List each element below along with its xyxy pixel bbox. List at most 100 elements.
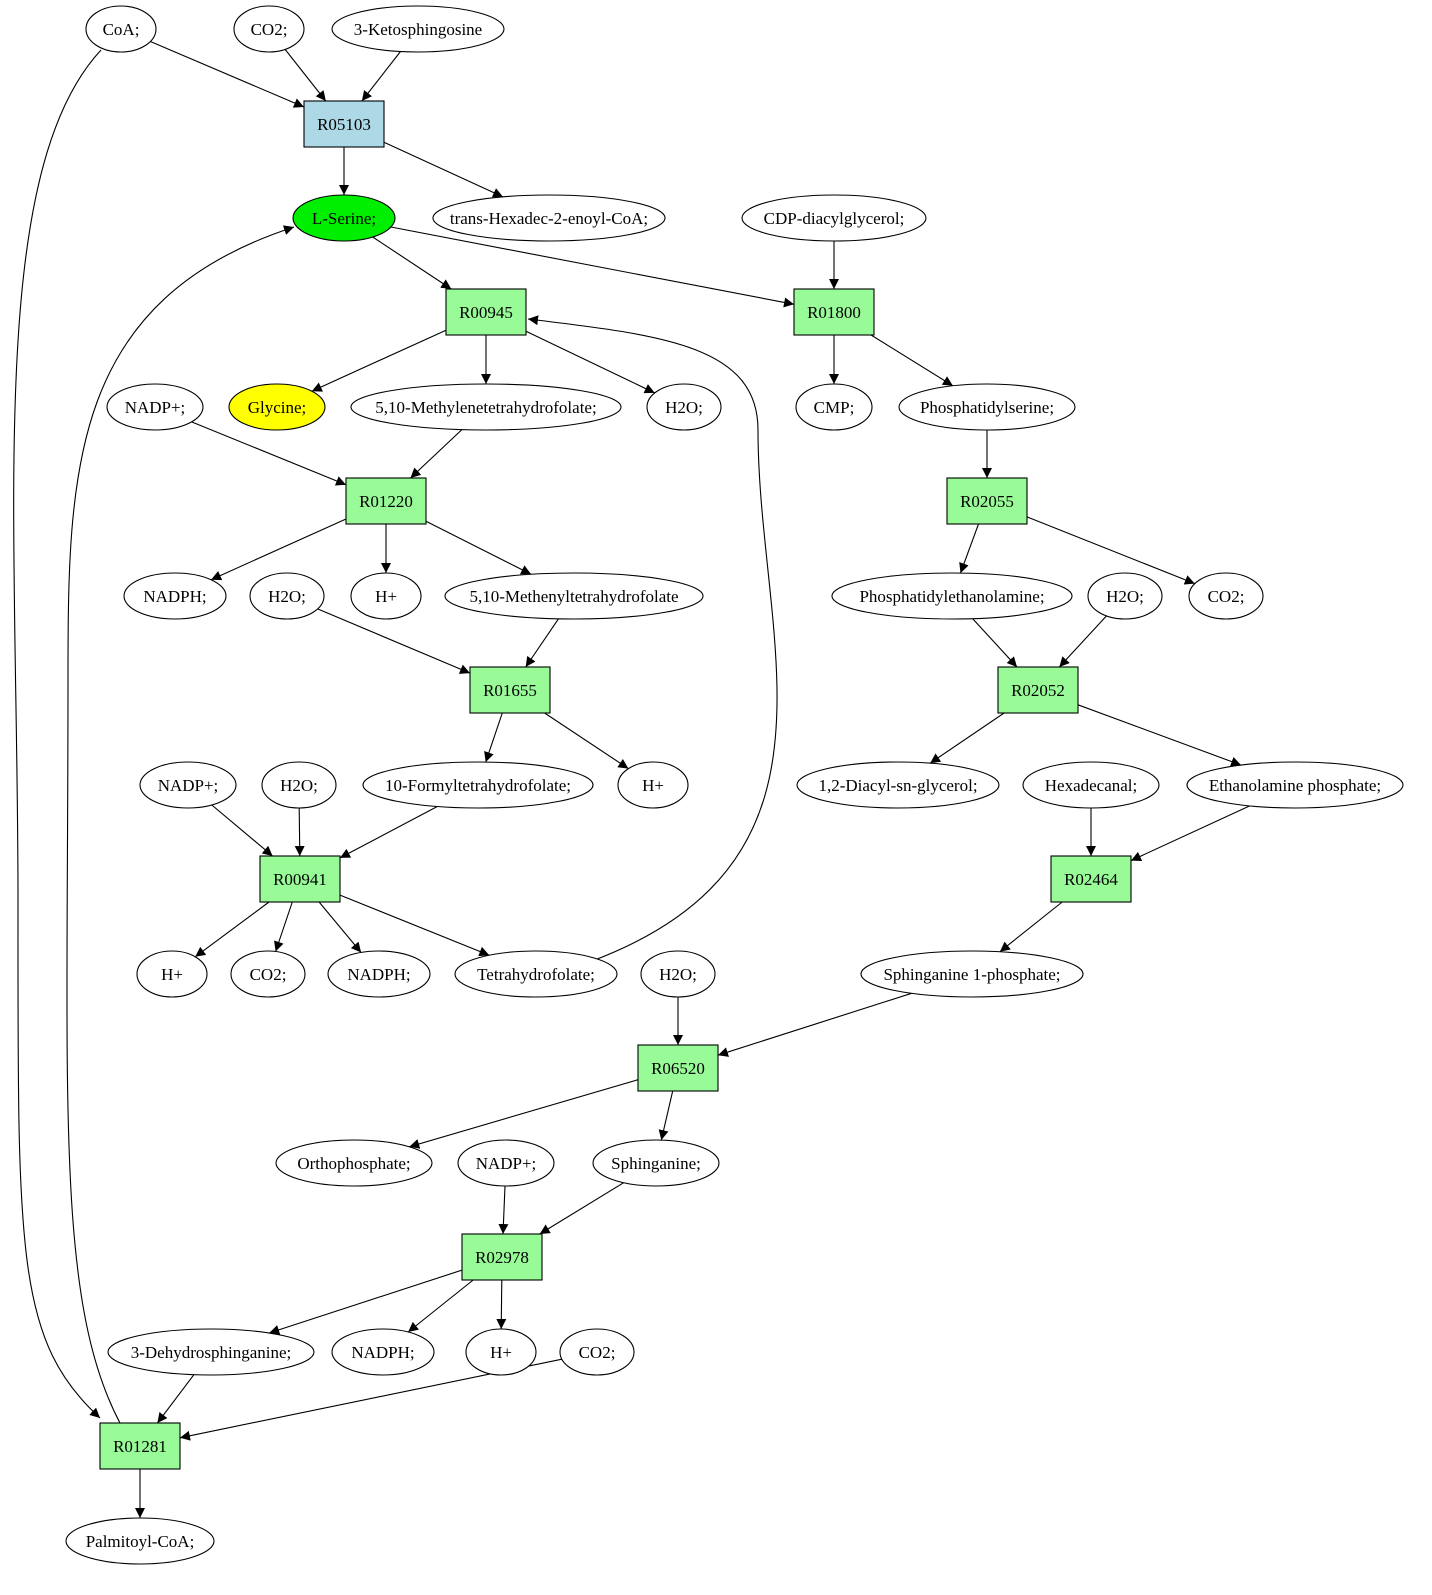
compound-ellipse xyxy=(249,572,325,620)
compound-node-pethan[interactable]: Phosphatidylethanolamine; xyxy=(831,572,1073,620)
compound-node-h2o_d[interactable]: H2O; xyxy=(261,761,337,809)
reaction-node-R01281[interactable]: R01281 xyxy=(99,1422,181,1470)
compound-node-dehydrosph[interactable]: 3-Dehydrosphinganine; xyxy=(107,1328,315,1376)
reaction-node-R05103[interactable]: R05103 xyxy=(303,100,385,148)
node-label: 5,10-Methylenetetrahydrofolate; xyxy=(375,398,596,417)
compound-ellipse xyxy=(640,950,716,998)
compound-node-lserine[interactable]: L-Serine; xyxy=(292,194,396,242)
compound-node-h2o_a[interactable]: H2O; xyxy=(646,383,722,431)
reaction-node-R02978[interactable]: R02978 xyxy=(461,1233,543,1281)
compound-ellipse xyxy=(261,761,337,809)
node-label: R06520 xyxy=(651,1059,705,1078)
compound-ellipse xyxy=(646,383,722,431)
compound-ellipse xyxy=(444,572,704,620)
compound-node-glycine[interactable]: Glycine; xyxy=(228,383,326,431)
compound-ellipse xyxy=(617,761,689,809)
compound-ellipse xyxy=(454,950,618,998)
edge-R06520-to-sphinganine xyxy=(658,1090,674,1141)
reaction-box xyxy=(445,288,527,336)
node-label: CoA; xyxy=(103,20,140,39)
node-label: R02978 xyxy=(475,1248,529,1267)
node-label: R01220 xyxy=(359,492,413,511)
compound-node-coa[interactable]: CoA; xyxy=(85,5,157,53)
node-label: Sphinganine 1-phosphate; xyxy=(883,965,1060,984)
compound-node-formyl[interactable]: 10-Formyltetrahydrofolate; xyxy=(362,761,594,809)
compound-node-hp_c[interactable]: H+ xyxy=(136,950,208,998)
compound-node-nadpp_b[interactable]: NADP+; xyxy=(139,761,237,809)
reaction-node-R00945[interactable]: R00945 xyxy=(445,288,527,336)
compound-node-orthophos[interactable]: Orthophosphate; xyxy=(275,1139,433,1187)
edge-R01655-to-formyl xyxy=(484,712,503,763)
node-label: 10-Formyltetrahydrofolate; xyxy=(385,776,571,795)
reaction-node-R01220[interactable]: R01220 xyxy=(345,477,427,525)
reaction-box xyxy=(259,855,341,903)
compound-ellipse xyxy=(350,383,622,431)
compound-ellipse xyxy=(136,950,208,998)
reaction-node-R06520[interactable]: R06520 xyxy=(637,1044,719,1092)
compound-node-nadph_c[interactable]: NADPH; xyxy=(331,1328,435,1376)
compound-node-h2o_c[interactable]: H2O; xyxy=(1087,572,1163,620)
compound-ellipse xyxy=(559,1328,635,1376)
compound-node-diacyl[interactable]: 1,2-Diacyl-sn-glycerol; xyxy=(796,761,1000,809)
compound-node-transhex[interactable]: trans-Hexadec-2-enoyl-CoA; xyxy=(432,194,666,242)
compound-node-hp_d[interactable]: H+ xyxy=(465,1328,537,1376)
edge-sphinganine-to-R02978 xyxy=(539,1182,624,1235)
compound-node-nadpp_a[interactable]: NADP+; xyxy=(106,383,204,431)
node-label: H2O; xyxy=(268,587,306,606)
compound-node-pser[interactable]: Phosphatidylserine; xyxy=(898,383,1076,431)
node-label: R02052 xyxy=(1011,681,1065,700)
node-label: H2O; xyxy=(280,776,318,795)
compound-node-hp_a[interactable]: H+ xyxy=(350,572,422,620)
edge-methylene-to-R01220 xyxy=(410,429,463,479)
compound-node-co2_d[interactable]: CO2; xyxy=(559,1328,635,1376)
compound-node-ethphos[interactable]: Ethanolamine phosphate; xyxy=(1186,761,1404,809)
compound-node-methenyl[interactable]: 5,10-Methenyltetrahydrofolate xyxy=(444,572,704,620)
reaction-node-R02464[interactable]: R02464 xyxy=(1050,855,1132,903)
compound-node-cdpdag[interactable]: CDP-diacylglycerol; xyxy=(741,194,927,242)
compound-ellipse xyxy=(1022,761,1160,809)
compound-node-hexadecanal[interactable]: Hexadecanal; xyxy=(1022,761,1160,809)
compound-node-nadph_a[interactable]: NADPH; xyxy=(123,572,227,620)
compound-node-co2_a[interactable]: CO2; xyxy=(233,5,305,53)
compound-node-ketosph[interactable]: 3-Ketosphingosine xyxy=(331,5,505,53)
compound-node-nadpp_c[interactable]: NADP+; xyxy=(457,1139,555,1187)
edge-lserine-to-R00945 xyxy=(372,236,452,290)
nodes-layer: CoA; CO2; 3-KetosphingosineR05103L-Serine;… xyxy=(65,5,1404,1565)
reaction-node-R01655[interactable]: R01655 xyxy=(469,666,551,714)
edge-R01800-to-pser xyxy=(870,334,954,387)
compound-node-methylene[interactable]: 5,10-Methylenetetrahydrofolate; xyxy=(350,383,622,431)
node-label: NADPH; xyxy=(351,1343,414,1362)
reaction-node-R02055[interactable]: R02055 xyxy=(946,477,1028,525)
edge-thf-to-R00945 xyxy=(527,315,778,962)
edge-lserine-to-R01800 xyxy=(390,226,795,308)
node-label: NADP+; xyxy=(158,776,219,795)
compound-node-palmcoa[interactable]: Palmitoyl-CoA; xyxy=(65,1517,215,1565)
reaction-node-R02052[interactable]: R02052 xyxy=(997,666,1079,714)
compound-node-sph1p[interactable]: Sphinganine 1-phosphate; xyxy=(860,950,1084,998)
node-label: Hexadecanal; xyxy=(1045,776,1138,795)
node-label: Orthophosphate; xyxy=(297,1154,410,1173)
compound-node-h2o_e[interactable]: H2O; xyxy=(640,950,716,998)
node-label: H2O; xyxy=(665,398,703,417)
node-label: H+ xyxy=(375,587,397,606)
edge-R01220-to-nadph_a xyxy=(210,518,347,581)
compound-node-co2_b[interactable]: CO2; xyxy=(1188,572,1264,620)
node-label: H2O; xyxy=(659,965,697,984)
compound-ellipse xyxy=(139,761,237,809)
compound-node-sphinganine[interactable]: Sphinganine; xyxy=(592,1139,720,1187)
edge-R02052-to-diacyl xyxy=(929,712,1005,764)
compound-node-cmp[interactable]: CMP; xyxy=(795,383,873,431)
node-label: R01800 xyxy=(807,303,861,322)
node-label: Palmitoyl-CoA; xyxy=(86,1532,195,1551)
node-label: trans-Hexadec-2-enoyl-CoA; xyxy=(450,209,648,228)
compound-node-h2o_b[interactable]: H2O; xyxy=(249,572,325,620)
compound-node-thf[interactable]: Tetrahydrofolate; xyxy=(454,950,618,998)
compound-node-co2_c[interactable]: CO2; xyxy=(230,950,306,998)
edge-R00941-to-nadph_b xyxy=(318,901,362,953)
compound-node-hp_b[interactable]: H+ xyxy=(617,761,689,809)
compound-node-nadph_b[interactable]: NADPH; xyxy=(327,950,431,998)
reaction-node-R00941[interactable]: R00941 xyxy=(259,855,341,903)
reaction-node-R01800[interactable]: R01800 xyxy=(793,288,875,336)
edge-R00941-to-thf xyxy=(339,894,490,957)
